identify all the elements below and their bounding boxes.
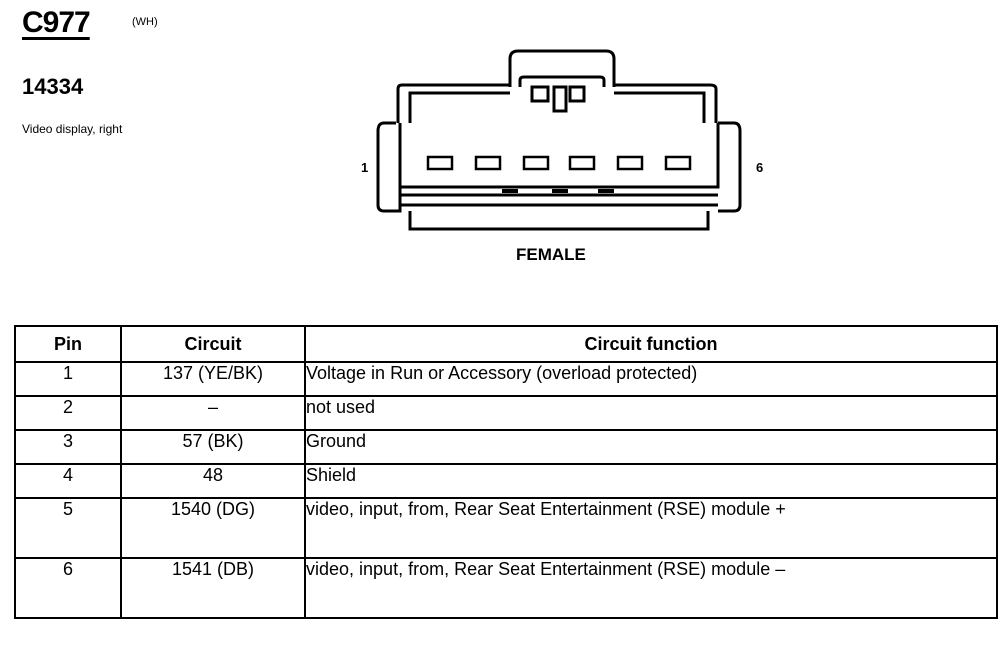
table-row: 2 – not used: [14, 395, 998, 431]
connector-shoulder: [396, 83, 718, 123]
cell-circuit: 57 (BK): [120, 429, 306, 465]
cell-pin: 1: [14, 361, 122, 397]
cell-circuit: 137 (YE/BK): [120, 361, 306, 397]
header-pin: Pin: [14, 325, 122, 363]
connector-body: [376, 121, 742, 213]
cell-circuit: –: [120, 395, 306, 431]
cell-pin: 6: [14, 557, 122, 619]
connector-face-diagram: [376, 49, 742, 231]
table-row: 3 57 (BK) Ground: [14, 429, 998, 465]
locking-rib-1: [502, 189, 518, 193]
table-row: 1 137 (YE/BK) Voltage in Run or Accessor…: [14, 361, 998, 397]
cell-pin: 3: [14, 429, 122, 465]
locking-rib-3: [598, 189, 614, 193]
latch-tab-left: [530, 85, 550, 103]
table-row: 4 48 Shield: [14, 463, 998, 499]
cell-circuit: 1541 (DB): [120, 557, 306, 619]
pin-cavity-5: [616, 155, 644, 171]
part-number: 14334: [22, 74, 84, 99]
pin-cavity-6: [664, 155, 692, 171]
table-row: 5 1540 (DG) video, input, from, Rear Sea…: [14, 497, 998, 559]
cell-function: video, input, from, Rear Seat Entertainm…: [304, 557, 998, 619]
cell-pin: 2: [14, 395, 122, 431]
header-circuit-function: Circuit function: [304, 325, 998, 363]
cell-pin: 4: [14, 463, 122, 499]
cell-function: Ground: [304, 429, 998, 465]
pin-table: Pin Circuit Circuit function 1 137 (YE/B…: [14, 325, 998, 619]
latch-tab-center: [552, 85, 568, 113]
pin-cavity-3: [522, 155, 550, 171]
cell-circuit: 1540 (DG): [120, 497, 306, 559]
locking-rib-2: [552, 189, 568, 193]
pin-cavity-2: [474, 155, 502, 171]
cell-function: Shield: [304, 463, 998, 499]
table-header-row: Pin Circuit Circuit function: [14, 325, 998, 363]
pin-label-right: 6: [756, 160, 764, 175]
connector-gender-label: FEMALE: [516, 245, 586, 264]
latch-tab-right: [568, 85, 586, 103]
connector-description: Video display, right: [22, 122, 123, 136]
cell-function: video, input, from, Rear Seat Entertainm…: [304, 497, 998, 559]
color-code: (WH): [132, 16, 158, 28]
cell-pin: 5: [14, 497, 122, 559]
cell-function: not used: [304, 395, 998, 431]
header-circuit: Circuit: [120, 325, 306, 363]
pin-cavity-1: [426, 155, 454, 171]
connector-latch: [508, 49, 616, 87]
pin-cavity-4: [568, 155, 596, 171]
connector-shoulder-inner: [408, 91, 706, 123]
connector-latch-inner: [518, 75, 606, 87]
connector-id: C977: [22, 6, 91, 39]
cell-function: Voltage in Run or Accessory (overload pr…: [304, 361, 998, 397]
pin-cavities: [426, 155, 692, 171]
pin-label-left: 1: [361, 160, 369, 175]
connector-base: [408, 211, 710, 231]
table-row: 6 1541 (DB) video, input, from, Rear Sea…: [14, 557, 998, 619]
cell-circuit: 48: [120, 463, 306, 499]
